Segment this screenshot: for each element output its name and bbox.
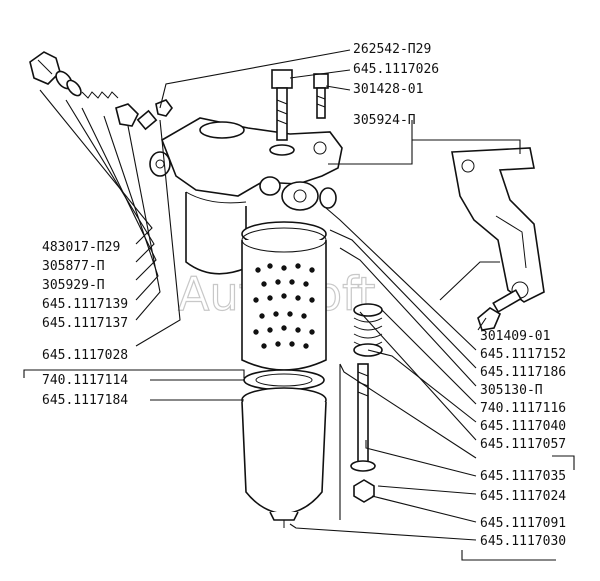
label-645-1117186: 645.1117186 <box>480 365 566 380</box>
label-645-1117026: 645.1117026 <box>353 62 439 77</box>
top-bolt-2 <box>313 73 329 119</box>
part-labels: 262542-П29 645.1117026 301428-01 305924-… <box>42 42 566 549</box>
label-645-1117139: 645.1117139 <box>42 297 128 312</box>
sealing-ring-inner <box>255 373 313 387</box>
label-645-1117024: 645.1117024 <box>480 489 566 504</box>
label-645-1117028: 645.1117028 <box>42 348 128 363</box>
label-645-1117030: 645.1117030 <box>480 534 566 549</box>
leader-lines <box>23 49 575 561</box>
label-645-1117091: 645.1117091 <box>480 516 566 531</box>
label-645-1117137: 645.1117137 <box>42 316 128 331</box>
center-rod <box>350 363 376 503</box>
label-483017-p29: 483017-П29 <box>42 240 120 255</box>
bracket-bolt <box>477 289 522 331</box>
label-645-1117057: 645.1117057 <box>480 437 566 452</box>
label-305929-p: 305929-П <box>42 278 105 293</box>
washer <box>269 144 295 156</box>
top-bolt-1 <box>271 69 293 141</box>
label-262542-p29: 262542-П29 <box>353 42 431 57</box>
spring <box>353 303 383 357</box>
label-301409-01: 301409-01 <box>480 329 550 344</box>
label-740-1117114: 740.1117114 <box>42 373 128 388</box>
mounting-bracket <box>451 147 545 303</box>
label-740-1117116: 740.1117116 <box>480 401 566 416</box>
filter-head <box>149 117 343 211</box>
filter-bowl <box>241 387 327 528</box>
label-645-1117035: 645.1117035 <box>480 469 566 484</box>
label-305877-p: 305877-П <box>42 259 105 274</box>
label-645-1117040: 645.1117040 <box>480 419 566 434</box>
left-canister <box>185 191 247 275</box>
label-301428-01: 301428-01 <box>353 82 423 97</box>
filter-element <box>241 221 327 371</box>
label-645-1117184: 645.1117184 <box>42 393 128 408</box>
left-fitting-assembly <box>29 51 173 131</box>
label-645-1117152: 645.1117152 <box>480 347 566 362</box>
label-305130-p: 305130-П <box>480 383 543 398</box>
label-305924-p: 305924-П <box>353 113 416 128</box>
